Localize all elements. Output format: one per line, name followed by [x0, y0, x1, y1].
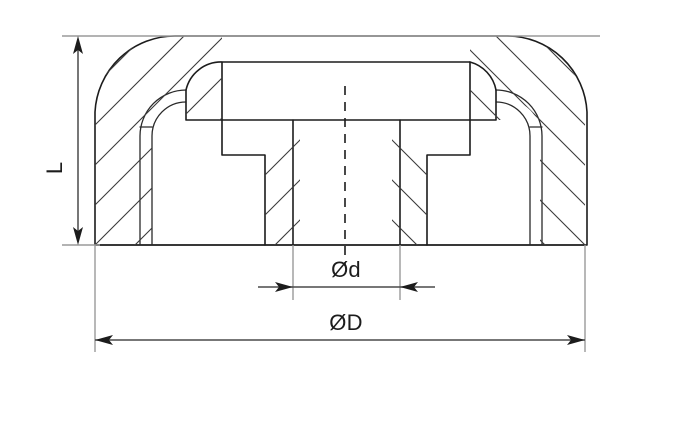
dimension-inner-diameter: Ød [258, 257, 435, 292]
section-hatching-right-step [392, 120, 470, 245]
dimension-height-L: L [42, 36, 83, 245]
outer-body-profile [94, 35, 588, 246]
inner-cavity-left [139, 61, 266, 246]
section-hatching-left-step [222, 120, 300, 245]
section-hatching-left [95, 35, 222, 245]
extension-lines [62, 35, 600, 352]
dimension-label-outer-diameter: ØD [329, 310, 362, 335]
dimension-label-L: L [42, 162, 67, 174]
dimension-outer-diameter: ØD [95, 310, 585, 345]
central-boss [221, 61, 471, 121]
dimension-label-inner-diameter: Ød [331, 257, 361, 282]
central-bore-walls [292, 119, 401, 246]
inner-cavity-right [426, 61, 543, 246]
